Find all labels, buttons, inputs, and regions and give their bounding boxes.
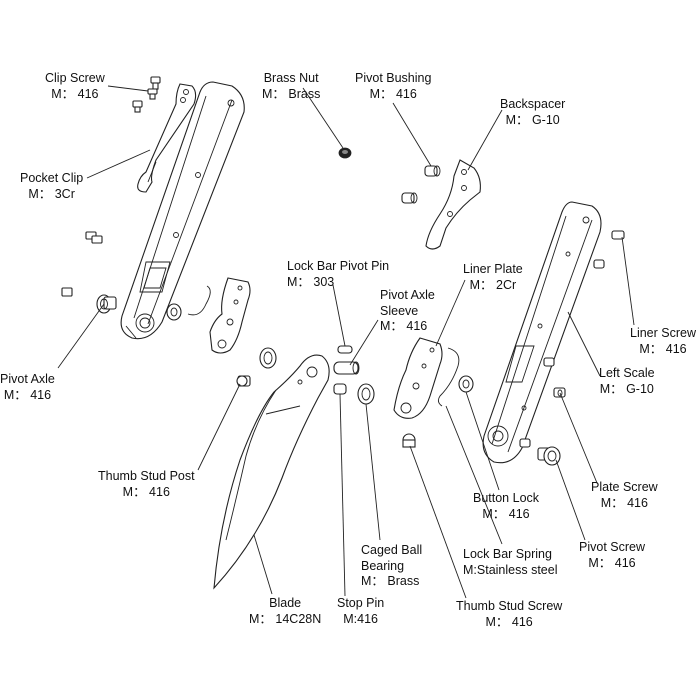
sleeve-pin-parts: [333, 345, 360, 395]
label-pocket-clip: Pocket Clip M： 3Cr: [20, 171, 84, 201]
label-pivot-bushing: Pivot Bushing M： 416: [355, 71, 432, 101]
thumb-stud-screw-part: [402, 433, 416, 448]
sleeve-part: [166, 303, 182, 321]
backspacer-part: [425, 159, 481, 250]
label-backspacer: Backspacer M： G-10: [500, 97, 566, 127]
label-button-lock: Button Lock M： 416: [473, 491, 540, 521]
label-left-scale: Left Scale M： G-10: [599, 366, 655, 396]
label-liner-plate: Liner Plate M： 2Cr: [463, 262, 523, 292]
lock-bar-spring-part: [437, 347, 460, 407]
button-lock-part: [458, 375, 474, 393]
label-pivot-axle: Pivot Axle M： 416: [0, 372, 55, 402]
label-caged-ball-bearing: Caged Ball Bearing M： Brass: [361, 543, 423, 588]
liner-plate-part: [393, 337, 443, 419]
label-lock-bar-spring: Lock Bar Spring M:Stainless steel: [463, 547, 558, 577]
pivot-bushing-part: [401, 165, 441, 204]
caged-ball-bearing-part: [259, 347, 375, 405]
plate-screws-part: [543, 357, 566, 398]
left-scale-part: [482, 201, 602, 464]
label-thumb-stud-post: Thumb Stud Post M： 416: [98, 469, 195, 499]
label-clip-screw: Clip Screw M： 416: [45, 71, 105, 101]
label-blade: Blade M： 14C28N: [249, 596, 322, 626]
label-liner-screw: Liner Screw M： 416: [630, 326, 696, 356]
thumb-stud-post-part: [236, 375, 251, 387]
leader-lines: [57, 85, 635, 599]
pivot-screw-part: [519, 438, 561, 466]
pivot-axle-part: [61, 231, 117, 314]
pocket-clip-part: [137, 83, 197, 193]
lock-plate-part: [187, 277, 251, 354]
label-thumb-stud-screw: Thumb Stud Screw M： 416: [456, 599, 563, 629]
liner-screws-part: [593, 230, 625, 269]
label-lock-bar-pivot-pin: Lock Bar Pivot Pin M： 303: [287, 259, 390, 289]
label-brass-nut: Brass Nut M： Brass: [262, 71, 321, 101]
clip-screws-part: [132, 76, 161, 113]
right-scale-part: [120, 81, 245, 340]
brass-nut-part: [338, 147, 352, 159]
label-pivot-screw: Pivot Screw M： 416: [579, 540, 645, 570]
blade-part: [213, 354, 330, 590]
label-stop-pin: Stop Pin M:416: [337, 596, 385, 626]
label-pivot-axle-sleeve: Pivot Axle Sleeve M： 416: [380, 288, 435, 333]
label-plate-screw: Plate Screw M： 416: [591, 480, 658, 510]
